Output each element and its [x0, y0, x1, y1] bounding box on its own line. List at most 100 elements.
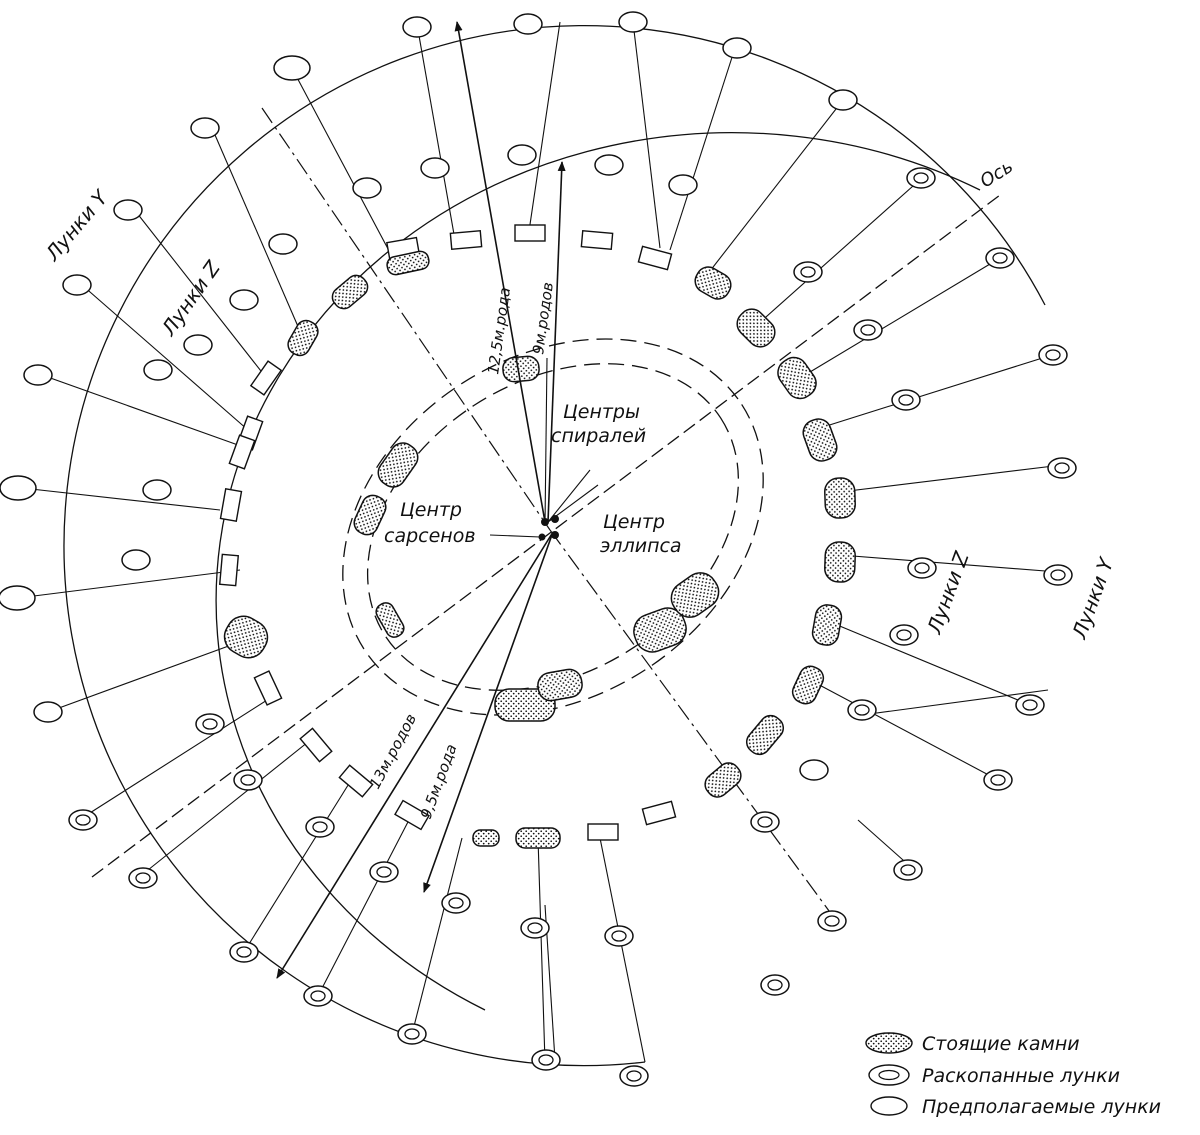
legend: Стоящие камни Раскопанные лунки Предпола…: [865, 1032, 1161, 1118]
standing-stone: [694, 266, 732, 300]
sarsen-slot: [580, 229, 614, 251]
excavated-hole: [817, 910, 847, 932]
excavated-hole: [891, 389, 921, 411]
main-axis-line: [91, 194, 1001, 878]
y-holes-label-right: Лунки Y: [1067, 553, 1119, 642]
legend-supposed-holes: Предполагаемые лунки: [870, 1096, 1161, 1118]
connector-line: [669, 47, 736, 251]
sarsen-slot: [228, 434, 256, 470]
supposed-hole: [828, 89, 858, 111]
excavated-hole: [1047, 457, 1077, 479]
excavated-hole: [1043, 564, 1073, 586]
excavated-hole: [229, 941, 259, 963]
standing-stone: [704, 762, 742, 798]
hole-marks: [0, 11, 1077, 1087]
connector-line: [537, 837, 546, 1063]
sarsen-slot: [449, 229, 483, 251]
excavated-hole: [397, 1023, 427, 1045]
supposed-hole: [420, 157, 450, 179]
standing-stone: [824, 541, 856, 583]
sarsen-center-label-line2: сарсенов: [384, 525, 476, 547]
connector-line: [632, 21, 661, 249]
connector-line: [137, 741, 309, 879]
legend-standing-stones: Стоящие камни: [865, 1032, 1080, 1055]
sarsen-slot: [249, 360, 283, 396]
ellipse-center-label-line2: эллипса: [600, 535, 682, 557]
supposed-hole: [507, 144, 537, 166]
excavated-hole: [1015, 694, 1045, 716]
standing-stone: [353, 494, 387, 536]
excavated-hole: [847, 699, 877, 721]
radius-arrows: [276, 21, 566, 979]
connector-line: [702, 99, 844, 281]
connector-line: [809, 679, 999, 781]
sarsen-slot: [218, 553, 240, 587]
radius-arrow-12-5: [454, 21, 546, 523]
standing-stone: [386, 250, 430, 276]
excavated-hole: [303, 985, 333, 1007]
legend-standing-stone-icon: [865, 1032, 913, 1054]
supposed-hole: [513, 13, 543, 35]
standing-stone: [745, 714, 785, 756]
supposed-hole: [618, 11, 648, 33]
supposed-hole: [352, 177, 382, 199]
excavated-hole: [369, 861, 399, 883]
supposed-hole: [190, 117, 220, 139]
standing-stone: [375, 602, 405, 638]
standing-stone: [494, 688, 556, 722]
standing-stone: [633, 607, 687, 653]
sarsen-slot: [637, 245, 673, 271]
dash-dot-line-lower: [549, 529, 833, 916]
excavated-hole: [233, 769, 263, 791]
excavated-hole: [520, 917, 550, 939]
standing-stone: [802, 418, 838, 462]
excavated-hole: [619, 1065, 649, 1087]
inner-ellipses: [342, 338, 764, 716]
connector-line: [317, 817, 411, 997]
supposed-hole: [62, 274, 92, 296]
sarsen-slot: [587, 823, 619, 841]
connector-line: [211, 127, 304, 339]
inner-ellipse-outer: [342, 338, 764, 716]
excavated-hole: [889, 624, 919, 646]
sarsen-slot: [219, 488, 243, 522]
sarsen-center-dot: [538, 533, 546, 541]
connector-line: [292, 69, 396, 263]
axis-label: Ось: [977, 156, 1018, 192]
standing-stone: [287, 319, 319, 357]
sarsen-slot: [338, 764, 374, 798]
excavated-hole: [750, 811, 780, 833]
excavated-hole: [305, 816, 335, 838]
sarsen-slot: [641, 800, 677, 826]
ellipse-center-label-line1: Центр: [603, 511, 665, 533]
excavated-hole: [604, 925, 634, 947]
excavated-hole: [983, 769, 1013, 791]
inner-ellipse-inner: [366, 363, 740, 691]
supposed-hole: [121, 549, 151, 571]
radius-arrow-9: [547, 161, 566, 523]
excavated-hole: [985, 247, 1015, 269]
dash-dot-line-upper: [261, 107, 551, 531]
connector-line: [132, 207, 269, 381]
connector-line: [839, 554, 1059, 573]
y-holes-label-left: Лунки Y: [40, 184, 114, 266]
y-holes-spiral: [63, 24, 1046, 1067]
supposed-hole: [273, 55, 311, 81]
connector-line: [411, 837, 463, 1035]
sarsen-slot: [394, 799, 430, 831]
connector-lines: [17, 21, 1063, 1063]
connector-line: [829, 621, 1031, 706]
standing-stone: [377, 442, 419, 488]
excavated-hole: [853, 319, 883, 341]
excavated-hole: [760, 974, 790, 996]
connector-line: [21, 487, 221, 511]
measure-label-9: 9м.родов: [529, 281, 557, 356]
supposed-hole: [113, 199, 143, 221]
spiral-centers-label-line1: Центры: [563, 401, 640, 423]
legend-supposed-holes-label: Предполагаемые лунки: [922, 1096, 1161, 1118]
excavated-hole: [906, 167, 936, 189]
legend-excavated-hole-inner: [878, 1069, 900, 1081]
excavated-hole: [893, 859, 923, 881]
connector-line: [81, 284, 249, 431]
